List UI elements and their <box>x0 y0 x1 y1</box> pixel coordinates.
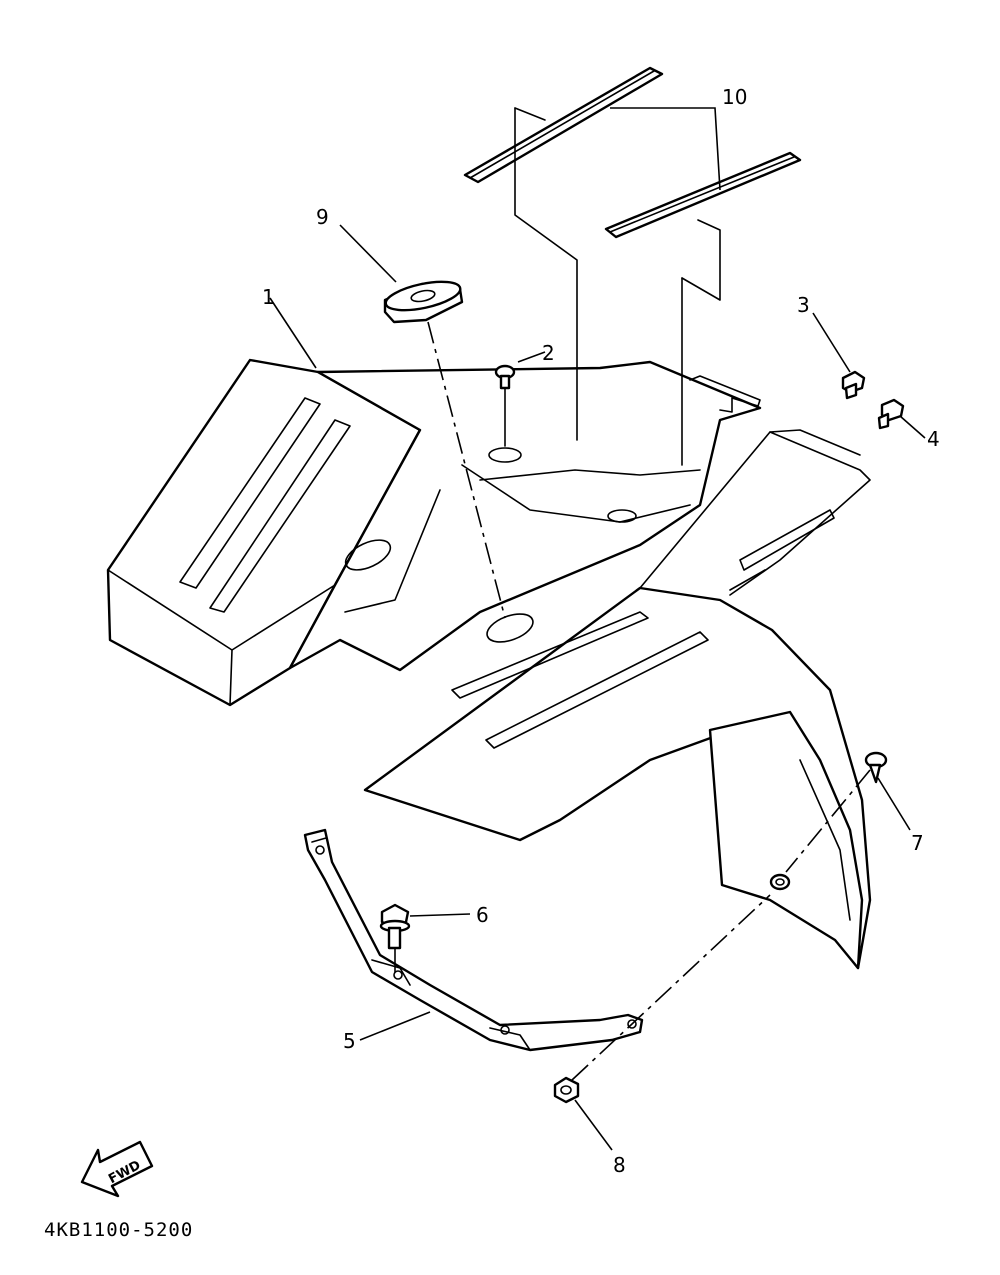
callout-4: 4 <box>927 427 940 451</box>
part-7-rivet[interactable] <box>864 751 888 784</box>
callout-3: 3 <box>797 293 810 317</box>
callout-5: 5 <box>343 1029 356 1053</box>
leader-lines <box>269 107 926 1151</box>
callout-1: 1 <box>262 285 275 309</box>
grommet <box>769 873 791 891</box>
part-3-bolt[interactable] <box>841 370 866 400</box>
callout-6: 6 <box>476 903 489 927</box>
diagram-code: 4KB1100-5200 <box>44 1219 193 1241</box>
part-6-flange-bolt[interactable] <box>379 903 411 950</box>
part-1-front-fender[interactable] <box>106 358 872 970</box>
fwd-arrow: FWD <box>80 1140 154 1198</box>
callouts: 1 2 3 4 5 6 7 8 9 10 <box>262 85 940 1177</box>
part-4-bolt[interactable] <box>877 398 905 430</box>
part-8-nut[interactable] <box>553 1076 580 1104</box>
callout-7: 7 <box>911 831 924 855</box>
callout-9: 9 <box>316 205 329 229</box>
callout-8: 8 <box>613 1153 626 1177</box>
callout-10: 10 <box>722 85 747 109</box>
part-5-stay[interactable] <box>303 828 644 1052</box>
part-9-cap[interactable] <box>383 276 464 324</box>
callout-2: 2 <box>542 341 555 365</box>
